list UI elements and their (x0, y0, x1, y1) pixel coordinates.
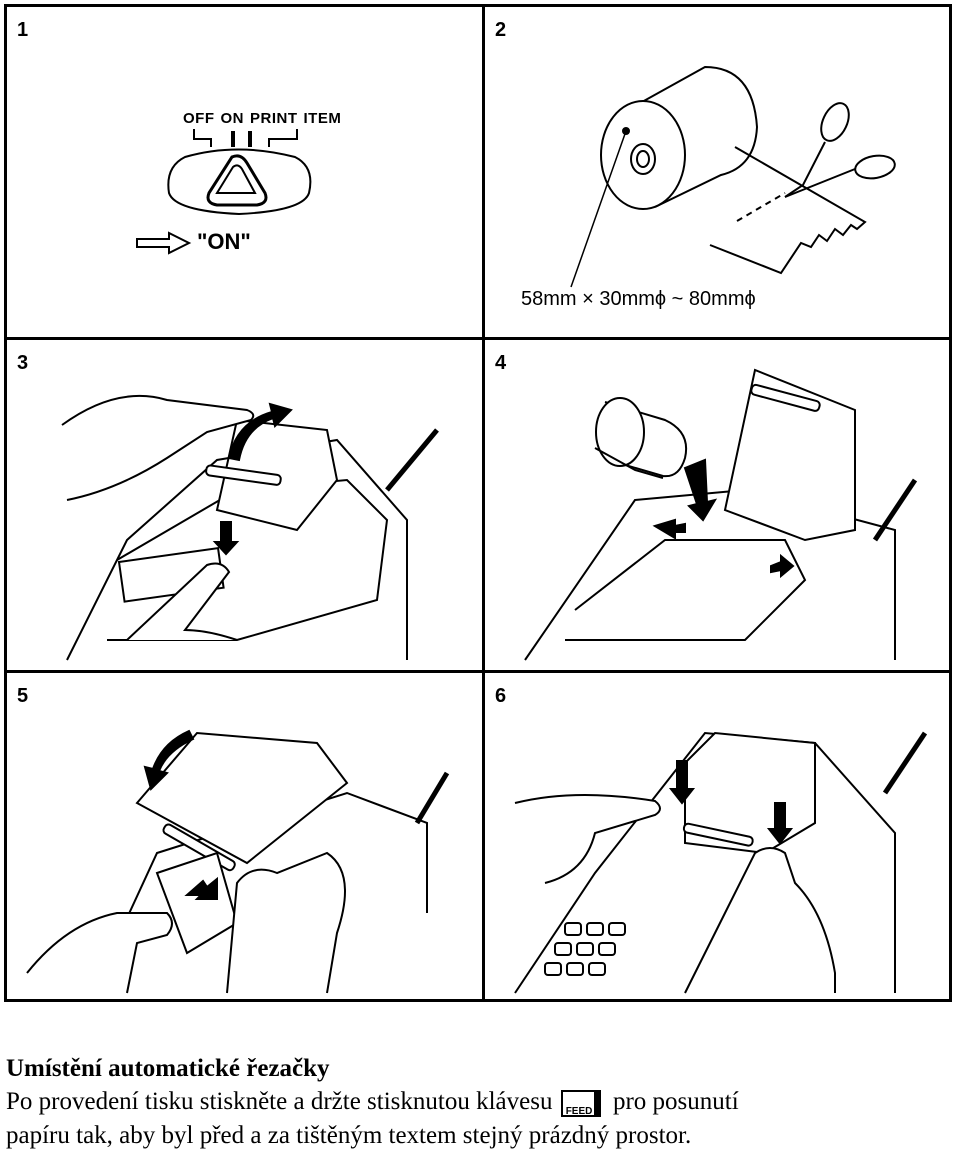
cover-roller (205, 464, 282, 486)
panel-2: 2 58mm × 30mmϕ ~ 80mmϕ (485, 7, 955, 335)
caption-line-1-end: pro posunutí (612, 1088, 739, 1115)
closing-cover (135, 731, 349, 865)
power-switch-illustration (167, 129, 312, 216)
press-arrow (212, 521, 240, 556)
switch-label-off: OFF (183, 110, 215, 127)
roll-face (600, 100, 686, 210)
insert-arrow (683, 458, 718, 522)
hand-left (61, 394, 255, 501)
close-cover-illustration (26, 729, 450, 994)
roll-core-outer (630, 143, 656, 175)
instruction-grid: 1 OFF ON PRINT ITEM "ON" 2 (4, 4, 952, 1002)
calculator-body-5 (96, 791, 428, 984)
power-cord-6 (882, 731, 928, 795)
cover-roller-4 (750, 383, 821, 412)
power-cord-4 (872, 478, 918, 542)
roll-body-4 (604, 401, 687, 478)
press-cover-illustration (514, 731, 928, 994)
roll-body (632, 65, 759, 208)
roll-core-inner (636, 150, 650, 168)
switch-knob-outer (206, 154, 268, 207)
close-arrow (143, 729, 195, 791)
switch-tick-item (268, 129, 298, 147)
panel-3: 3 (7, 340, 477, 668)
switch-label-item: ITEM (303, 110, 342, 127)
insert-paper-roll-illustration (524, 368, 918, 661)
keypad (544, 922, 626, 976)
switch-position-labels: OFF ON PRINT ITEM (183, 110, 347, 127)
panel-number: 6 (495, 685, 507, 707)
open-printer-cover-illustration (61, 394, 439, 661)
grid-divider-horizontal-1 (7, 337, 949, 340)
dimension-leader (570, 130, 627, 288)
panel-5: 5 (7, 673, 477, 1001)
panel-number: 1 (17, 19, 29, 41)
power-cord (385, 428, 439, 492)
caption-line-2: papíru tak, aby byl před a za tištěným t… (6, 1122, 692, 1149)
paper-strip (709, 146, 867, 275)
panel-4: 4 (485, 340, 955, 668)
paper-compartment (565, 539, 807, 641)
paper-roll-dimensions: 58mm × 30mmϕ ~ 80mmϕ (521, 288, 756, 310)
press-arrow-left (668, 760, 696, 805)
roll-face-4 (595, 397, 645, 467)
side-arrow-left (652, 518, 686, 540)
panel-number: 5 (17, 685, 29, 707)
panel-1: 1 OFF ON PRINT ITEM "ON" (7, 7, 477, 335)
finger (126, 562, 238, 641)
paper-roll-icon (570, 65, 867, 288)
switch-label-print: PRINT (250, 110, 298, 127)
open-cover (723, 368, 856, 542)
caption-title: Umístění automatické řezačky (6, 1055, 330, 1082)
hand-right-5 (226, 851, 346, 994)
caption-line-1: Po provedení tisku stiskněte a držte sti… (6, 1085, 954, 1119)
feed-key-icon: FEED (560, 1089, 601, 1117)
hand-left-6 (514, 794, 661, 884)
panel-number: 4 (495, 352, 507, 374)
caption-line-1-start: Po provedení tisku stiskněte a držte sti… (6, 1088, 553, 1115)
panel-number: 2 (495, 19, 507, 41)
switch-knob-inner (215, 164, 257, 194)
lift-arrow (227, 402, 293, 462)
scissors-icon (784, 102, 896, 198)
switch-tick-off (193, 129, 212, 147)
selected-position-label: "ON" (197, 229, 251, 254)
switch-label-on: ON (220, 110, 244, 127)
pull-arrow (184, 876, 218, 900)
side-arrow-right (770, 553, 795, 579)
arrow-right-icon (136, 231, 192, 255)
power-cord-5 (414, 771, 450, 825)
hand-left-5 (26, 912, 173, 994)
grid-divider-horizontal-2 (7, 670, 949, 673)
switch-housing (167, 148, 312, 216)
cover-roller-6 (682, 822, 754, 847)
grid-divider-vertical (482, 7, 485, 999)
cut-line (736, 192, 786, 222)
instruction-caption: Umístění automatické řezačky Po proveden… (6, 1053, 954, 1153)
press-arrow-right (766, 802, 794, 845)
panel-number: 3 (17, 352, 29, 374)
hand-right-6 (684, 847, 836, 994)
feed-key-label: FEED (565, 1105, 593, 1117)
panel-6: 6 (485, 673, 955, 1001)
